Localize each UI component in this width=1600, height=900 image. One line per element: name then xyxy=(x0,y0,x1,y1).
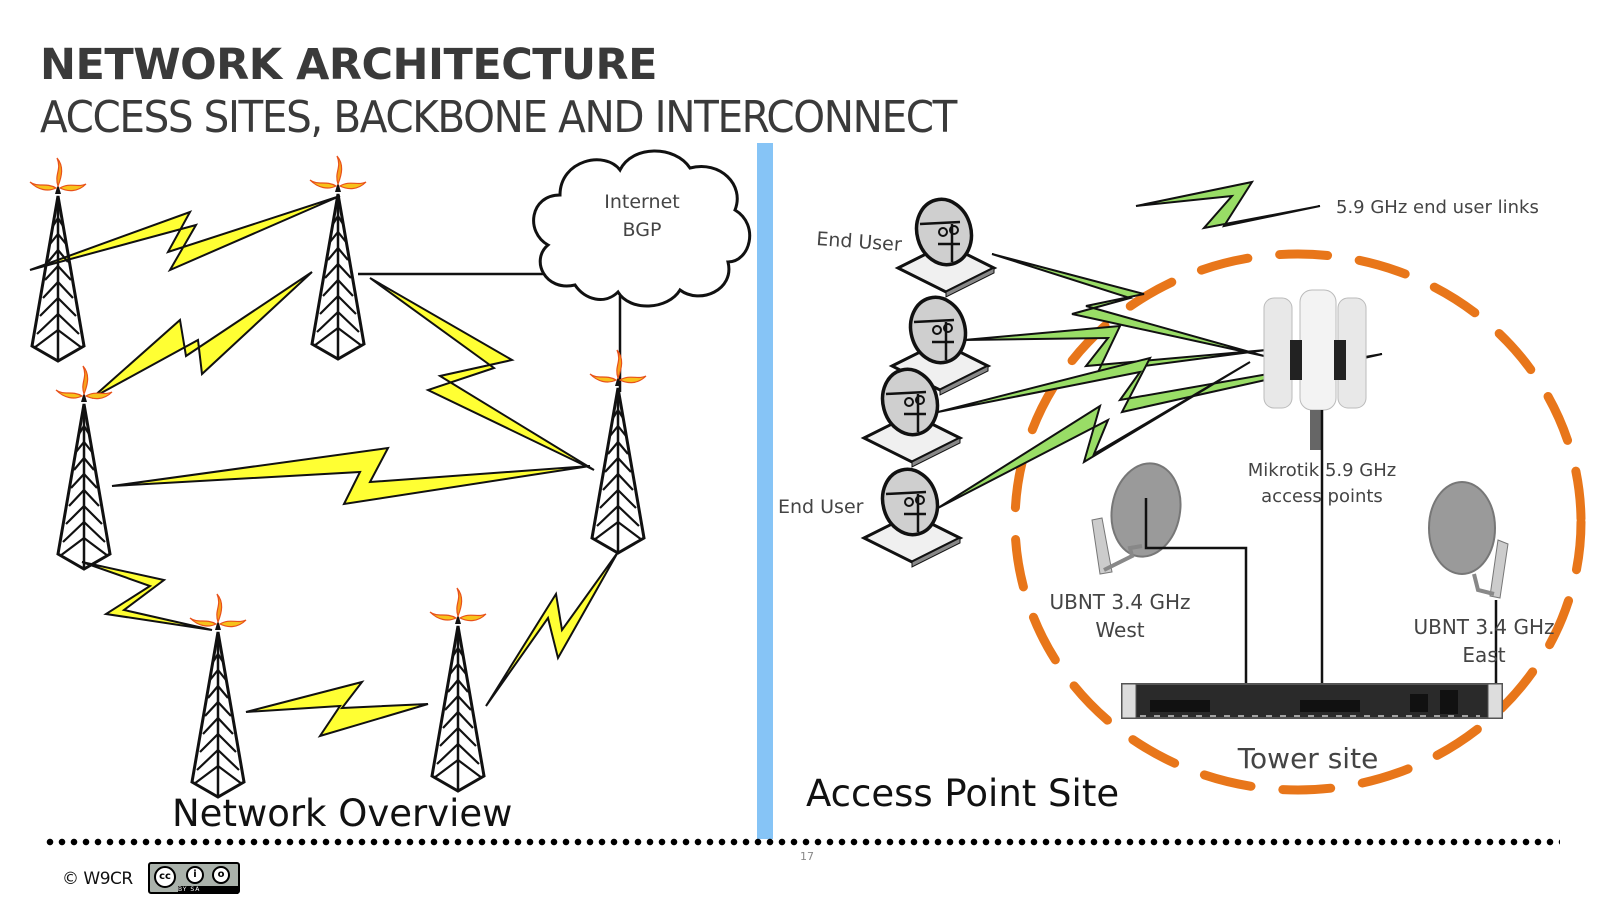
cloud-label-internet: Internet xyxy=(604,191,679,213)
backbone-link-t4-t6 xyxy=(485,551,619,707)
share-alike-icon: o xyxy=(212,866,230,884)
mikrotik-access-point-icon xyxy=(1263,289,1367,450)
access-link xyxy=(937,353,1383,414)
footer-dotted-rule xyxy=(44,838,1560,846)
copyright-text: © W9CR xyxy=(62,869,133,889)
tower-icon xyxy=(588,348,648,555)
cc-by-sa-badge[interactable]: cc i o BY SA xyxy=(148,862,240,894)
tower-icon xyxy=(188,592,248,799)
cloud-label-bgp: BGP xyxy=(623,219,662,241)
ubnt-west-label-line2: West xyxy=(1095,618,1144,642)
backbone-link-t2-t4 xyxy=(369,277,595,471)
ap-label-line1: Mikrotik 5.9 GHz xyxy=(1248,460,1396,481)
license-strip: BY SA xyxy=(178,886,238,894)
legend-link-icon xyxy=(1135,180,1321,230)
backbone-link-t3-t4 xyxy=(111,446,591,506)
cc-icon: cc xyxy=(154,866,176,888)
tower-site-ring xyxy=(1010,249,1586,795)
page-number: 17 xyxy=(800,850,814,863)
ubnt-east-label-line1: UBNT 3.4 GHz xyxy=(1413,615,1554,639)
end-user-cpe-icon xyxy=(862,461,962,569)
tower-icon xyxy=(54,364,114,571)
slide-subtitle: ACCESS SITES, BACKBONE AND INTERCONNECT xyxy=(40,92,957,143)
backbone-link-t2-t3 xyxy=(91,271,313,399)
end-user-cpe-icon xyxy=(896,191,996,299)
ubnt-east-dish-icon xyxy=(1428,481,1509,599)
ubnt-west-dish-icon xyxy=(1091,462,1182,575)
internet-cloud xyxy=(532,149,752,308)
access-point-site-caption: Access Point Site xyxy=(806,772,1120,815)
tower-icon xyxy=(428,586,488,793)
ap-label-line2: access points xyxy=(1261,486,1383,507)
by-attribution-icon: i xyxy=(186,866,204,884)
legend-label: 5.9 GHz end user links xyxy=(1336,197,1539,218)
access-link xyxy=(937,361,1251,509)
tower-icon xyxy=(308,154,368,361)
ubnt-west-label-line1: UBNT 3.4 GHz xyxy=(1049,590,1190,614)
backbone-link-t5-t6 xyxy=(245,680,429,738)
end-user-label-top: End User xyxy=(816,228,903,256)
ubnt-west-cable xyxy=(1144,498,1248,700)
section-divider xyxy=(757,143,773,839)
router-switch-icon xyxy=(1121,683,1503,719)
tower-icon xyxy=(28,156,88,363)
slide-title: NETWORK ARCHITECTURE xyxy=(40,40,658,90)
backbone-link-t3-t5 xyxy=(81,561,213,631)
backbone-link-t1-t2 xyxy=(29,195,341,273)
end-user-label-bottom: End User xyxy=(778,496,864,518)
access-link xyxy=(963,324,1267,374)
ubnt-east-label-line2: East xyxy=(1462,643,1505,667)
network-overview-caption: Network Overview xyxy=(172,792,513,835)
tower-site-label: Tower site xyxy=(1237,742,1379,775)
